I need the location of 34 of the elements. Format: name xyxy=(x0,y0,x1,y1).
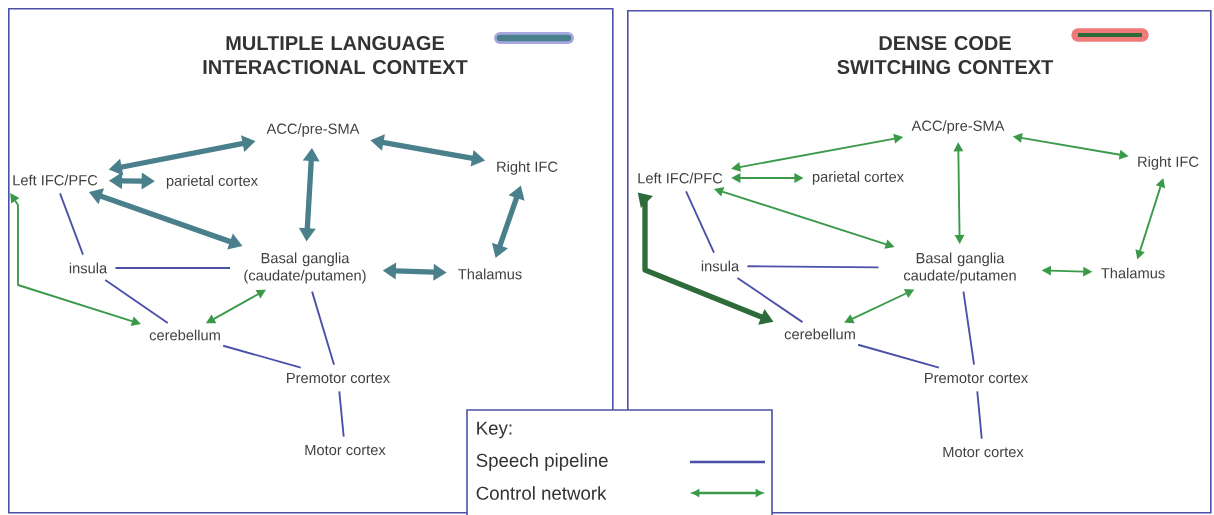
region-label: Left IFC/PFC xyxy=(13,174,98,186)
legend-text: Speech pipeline xyxy=(476,453,608,471)
region-label: parietal cortex xyxy=(166,175,258,189)
connector-line xyxy=(685,190,715,254)
connector-line xyxy=(976,390,983,440)
connector-line xyxy=(746,265,880,269)
region-label: Premotor cortex xyxy=(287,372,390,384)
region-label: Motor cortex xyxy=(305,444,386,456)
connector-line xyxy=(104,279,169,324)
connector-line xyxy=(311,290,335,366)
connector-line xyxy=(736,276,804,324)
region-label: Basal ganglia (caudate/putamen) xyxy=(244,252,366,284)
region-label: Thalamus xyxy=(1101,267,1165,279)
region-label: insula xyxy=(701,260,740,272)
connector-line xyxy=(222,344,302,369)
region-label: Thalamus xyxy=(458,268,522,280)
region-label: cerebellum xyxy=(149,329,220,341)
region-label: Left IFC/PFC xyxy=(638,172,723,184)
connector-line xyxy=(59,192,84,256)
region-label: Premotor cortex xyxy=(925,372,1028,384)
connector-line xyxy=(338,390,345,438)
region-label: Basal ganglia caudate/putamen xyxy=(903,252,1016,284)
legend-text: Control network xyxy=(476,486,607,500)
region-label: ACC/pre-SMA xyxy=(911,120,1005,134)
region-label: ACC/pre-SMA xyxy=(266,123,360,137)
region-label: insula xyxy=(69,262,108,274)
connector-line xyxy=(962,290,975,366)
region-label: Motor cortex xyxy=(943,446,1024,458)
region-label: Right IFC xyxy=(1138,156,1199,170)
region-label: parietal cortex xyxy=(812,171,904,185)
connector-line xyxy=(114,267,231,269)
region-label: cerebellum xyxy=(784,328,855,340)
connector-line xyxy=(857,343,940,369)
region-label: Right IFC xyxy=(497,161,558,175)
